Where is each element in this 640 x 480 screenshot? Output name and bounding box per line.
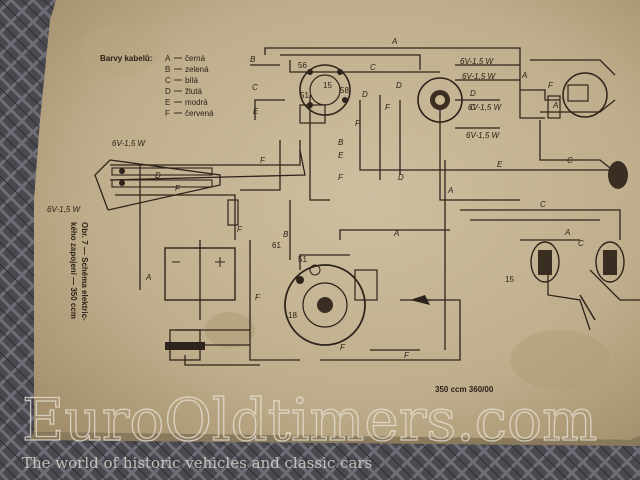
legend-item-b-code: B [165, 65, 170, 74]
wire-label: B [338, 138, 344, 147]
ignition-coils [530, 241, 625, 321]
terminal-61: 61 [272, 241, 281, 250]
bulb-rating-front-lower: 6V-1,5 W [47, 205, 81, 214]
wire-label: F [548, 81, 554, 90]
wire-label: C [252, 83, 258, 92]
wire-label: F [175, 184, 181, 193]
wire-label: A [145, 273, 151, 282]
bulb-rating-top-1: 6V-1,5 W [460, 57, 494, 66]
bulb-rating-front: 6V-1,5 W [112, 139, 146, 148]
wire-label: C [578, 239, 584, 248]
bulb-rating-top-2: 6V-1,5 W [462, 72, 496, 81]
wire-label: A [393, 229, 399, 238]
figure-caption: Obr. 7 — Schéma elektric- kého zapojení … [69, 222, 89, 321]
wire-label: B [283, 230, 289, 239]
legend-item-a-color: černá [185, 54, 206, 63]
wire-label: B [250, 55, 256, 64]
legend-item-e-color: modrá [185, 98, 208, 107]
wire-label: A [564, 228, 570, 237]
wire-label: E [253, 107, 259, 116]
wire-label: D [398, 173, 404, 182]
wire-label: D [155, 171, 161, 180]
speedometer-lamps [547, 72, 608, 119]
legend-item-f-code: F [165, 109, 170, 118]
watermark-tagline: The world of historic vehicles and class… [22, 454, 372, 472]
wire-label: D [362, 90, 368, 99]
wire-label: C [567, 156, 573, 165]
legend-item-b-color: zelená [185, 65, 209, 74]
bulb-ratings: 6V-1,5 W 6V-1,5 W 6V-1,5 W 6V-1,5 W 6V-1… [47, 57, 502, 214]
tail-lamp [608, 161, 628, 189]
wire-label: E [338, 151, 344, 160]
cable-color-legend: Barvy kabelů: A černá B zelená C bílá D … [100, 54, 214, 118]
horn [410, 295, 430, 305]
legend-item-e-code: E [165, 98, 170, 107]
terminal-18: 18 [288, 311, 297, 320]
terminal-numbers: 56 15 51 58 61 51 18 15 [272, 61, 514, 320]
wire-label: F [404, 351, 410, 360]
legend-item-c-code: C [165, 76, 171, 85]
figure-caption-line-2: kého zapojení — 350 ccm [69, 222, 78, 319]
legend-item-d-code: D [165, 87, 171, 96]
terminal-15: 15 [323, 81, 332, 90]
terminal-58: 58 [340, 86, 349, 95]
wire-label: D [396, 81, 402, 90]
wire-label: C [470, 103, 476, 112]
terminal-15-coil: 15 [505, 275, 514, 284]
legend-item-d-color: žlutá [185, 87, 202, 96]
wire-label: A [447, 186, 453, 195]
wire-label: A [391, 37, 397, 46]
wire-label: F [255, 293, 261, 302]
wire-label: F [338, 173, 344, 182]
legend-title: Barvy kabelů: [100, 54, 152, 63]
wire-label: F [260, 156, 266, 165]
ignition-switch [299, 64, 351, 124]
legend-item-f-color: červená [185, 109, 214, 118]
figure-caption-line-1: Obr. 7 — Schéma elektric- [80, 222, 89, 321]
bulb-rating-right-2: 6V-1,5 W [466, 131, 500, 140]
wire-label: C [370, 63, 376, 72]
watermark: EuroOldtimers.com The world of historic … [21, 385, 597, 472]
bulb-rating-right-1: 6V-1,5 W [468, 103, 502, 112]
wire-label: F [355, 119, 361, 128]
wire-label: F [340, 343, 346, 352]
legend-item-a-code: A [165, 54, 171, 63]
model-code: 350 ccm 360/00 [435, 385, 494, 394]
wire-label: D [470, 89, 476, 98]
wire-label: C [540, 200, 546, 209]
wire-label: A [521, 71, 527, 80]
legend-item-c-color: bílá [185, 76, 198, 85]
wire-label: A [552, 101, 558, 110]
terminal-51-dynamo: 51 [298, 255, 307, 264]
terminal-51: 51 [300, 91, 309, 100]
light-switch [417, 77, 463, 123]
wire-label: E [497, 160, 503, 169]
wire-code-labels: A B C E C D D F F B E F D E C F D F F B … [145, 37, 584, 360]
dynamo-generator [284, 264, 378, 346]
fuse-relay [165, 199, 239, 361]
wire-label: F [237, 225, 243, 234]
wire-label: F [385, 103, 391, 112]
terminal-56: 56 [298, 61, 307, 70]
watermark-name: EuroOldtimers.com [22, 386, 597, 454]
battery [164, 247, 236, 301]
front-lamp [111, 167, 213, 188]
